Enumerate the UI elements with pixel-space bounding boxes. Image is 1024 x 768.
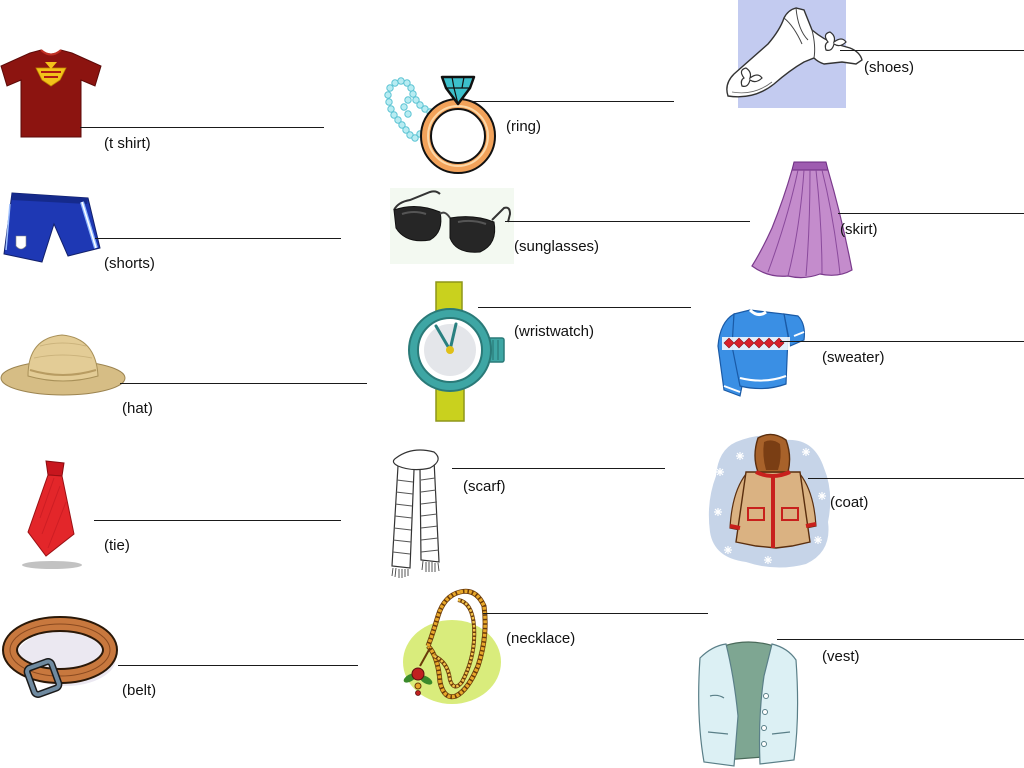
label-ring: (ring) bbox=[506, 118, 542, 135]
label-shoes: (shoes) bbox=[864, 59, 915, 76]
answer-line bbox=[118, 665, 358, 666]
belt-icon bbox=[2, 616, 118, 698]
label-sunglasses: (sunglasses) bbox=[514, 238, 600, 255]
label-shorts: (shorts) bbox=[104, 255, 155, 272]
answer-line bbox=[483, 613, 708, 614]
label-tie: (tie) bbox=[104, 537, 130, 554]
answer-line bbox=[80, 127, 324, 128]
label-coat: (coat) bbox=[830, 494, 869, 511]
hat-icon bbox=[0, 334, 126, 396]
skirt-icon bbox=[751, 161, 853, 279]
shoes-icon bbox=[726, 0, 863, 108]
label-necklace: (necklace) bbox=[506, 630, 576, 647]
answer-line bbox=[452, 468, 665, 469]
answer-line bbox=[840, 50, 1024, 51]
wristwatch-icon bbox=[408, 281, 505, 422]
answer-line bbox=[478, 307, 691, 308]
answer-line bbox=[838, 213, 1024, 214]
label-t-shirt: (t shirt) bbox=[104, 135, 151, 152]
label-wristwatch: (wristwatch) bbox=[514, 323, 595, 340]
label-sweater: (sweater) bbox=[822, 349, 885, 366]
shorts-icon bbox=[3, 192, 101, 263]
answer-line bbox=[94, 520, 341, 521]
label-skirt: (skirt) bbox=[840, 221, 878, 238]
tie-icon bbox=[22, 460, 82, 569]
label-hat: (hat) bbox=[122, 400, 153, 417]
vest-icon bbox=[698, 641, 799, 767]
answer-line bbox=[470, 101, 674, 102]
answer-line bbox=[505, 221, 750, 222]
necklace-icon bbox=[403, 588, 501, 704]
answer-line bbox=[95, 238, 341, 239]
answer-line bbox=[777, 639, 1024, 640]
ring-icon bbox=[384, 75, 496, 174]
t-shirt-icon bbox=[0, 49, 102, 138]
label-belt: (belt) bbox=[122, 682, 157, 699]
sweater-icon bbox=[717, 308, 805, 397]
answer-line bbox=[780, 341, 1024, 342]
answer-line bbox=[808, 478, 1024, 479]
answer-line bbox=[120, 383, 367, 384]
label-scarf: (scarf) bbox=[463, 478, 506, 495]
sunglasses-icon bbox=[390, 188, 514, 264]
coat-icon bbox=[708, 433, 831, 568]
scarf-icon bbox=[391, 449, 440, 578]
label-vest: (vest) bbox=[822, 648, 860, 665]
